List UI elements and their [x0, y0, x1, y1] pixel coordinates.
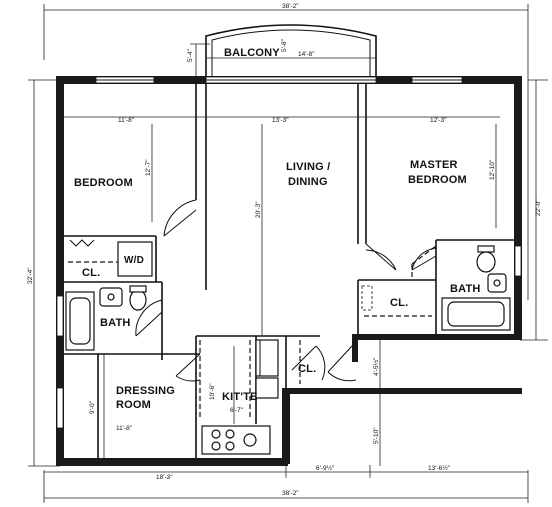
closet-left-label: CL.	[82, 267, 100, 279]
dim-kitchen-depth: 10'-6"	[209, 383, 216, 400]
dimension-labels: 38'-2" 38'-2" 14'-8" 5'-4" 5'-8" 11'-8" …	[27, 3, 542, 497]
master-bedroom-label-line1: MASTER	[410, 159, 458, 171]
closet-center-label: CL.	[298, 363, 316, 375]
bedroom-label: BEDROOM	[74, 177, 133, 189]
dim-right-lower-b: 4'-5½"	[372, 357, 380, 376]
dim-overall-bottom: 38'-2"	[282, 490, 299, 497]
dressing-room-label-line2: ROOM	[116, 399, 151, 411]
closet-right-label: CL.	[390, 297, 408, 309]
dim-living-width: 13'-3"	[272, 117, 289, 124]
dim-dressing-width: 11'-8"	[116, 425, 133, 432]
dim-kitchen-width: 6'-7"	[230, 407, 244, 414]
kitchen-label: KIT'TE	[222, 391, 258, 403]
dim-bottom-left: 18'-3"	[156, 474, 173, 481]
dim-overall-top: 38'-2"	[282, 3, 299, 10]
dim-master-width: 12'-3"	[430, 117, 447, 124]
dim-overall-left: 32'-4"	[27, 267, 34, 284]
dim-bedroom-depth: 12'-7"	[145, 159, 152, 176]
dressing-room-label-line1: DRESSING	[116, 385, 175, 397]
master-bedroom-label-line2: BEDROOM	[408, 174, 467, 186]
dim-living-depth: 20'-3"	[255, 201, 262, 218]
dim-bottom-middle: 6'-9½"	[316, 464, 335, 472]
balcony-label: BALCONY	[224, 47, 280, 59]
room-labels: BALCONY LIVING / DINING BEDROOM MASTER B…	[74, 47, 481, 411]
dim-balcony-width: 14'-8"	[298, 51, 315, 58]
washer-dryer-label: W/D	[124, 255, 144, 266]
dim-balcony-depth-inner: 5'-8"	[281, 38, 288, 52]
living-dining-label-line2: DINING	[288, 176, 328, 188]
dim-bottom-right: 13'-6½"	[428, 464, 451, 472]
fixtures	[65, 241, 511, 455]
dim-dressing-depth: 9'-0"	[89, 400, 96, 414]
dim-balcony-depth-left: 5'-4"	[187, 48, 194, 62]
dim-master-depth: 12'-10"	[489, 159, 496, 180]
bath-right-label: BATH	[450, 283, 481, 295]
dim-right-lower-a: 5'-10"	[373, 427, 380, 444]
dim-bedroom-width: 11'-8"	[118, 117, 135, 124]
dimension-lines	[28, 4, 548, 503]
living-dining-label-line1: LIVING /	[286, 161, 330, 173]
balcony	[205, 24, 377, 76]
dim-right-upper: 22'-0"	[535, 199, 542, 216]
bath-left-label: BATH	[100, 317, 131, 329]
windows	[56, 76, 522, 429]
